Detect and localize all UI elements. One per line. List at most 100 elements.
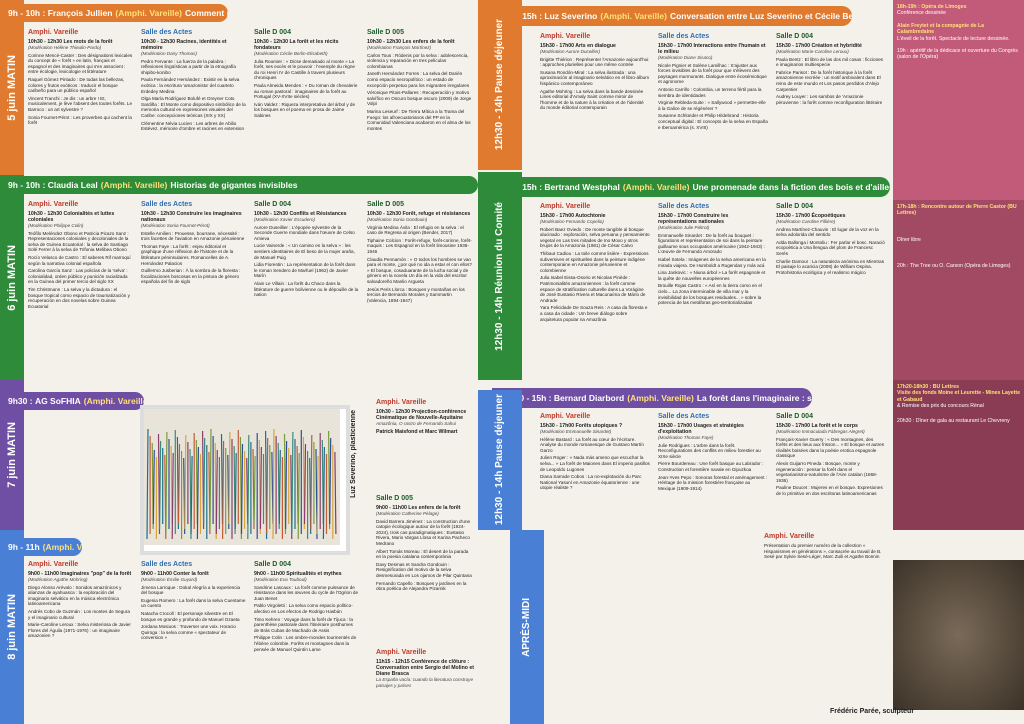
session-title: 10h30 - 12h30 La forêt et les récits fon… (254, 39, 339, 51)
painting-caption: Luz Severino, plasticienne (350, 410, 357, 498)
talk-item: Pierre Bourdereau : Une forêt basque au … (658, 461, 764, 472)
session-title: 10h30 - 12h30 Les enfers de la forêt (367, 39, 455, 45)
talk-item: Charlie Damour : La naturaleza anónima e… (776, 258, 885, 275)
talk-item: Julien Roger : « Nada más ameno que escu… (540, 455, 650, 472)
painting-stroke (253, 455, 256, 525)
session-moderator: (Modération Emmanuelle Sinardet) (540, 429, 612, 434)
session-room: Salle D 004 (254, 561, 291, 568)
session-room: Amphi. Vareille (540, 33, 591, 40)
talk-item: Eugenia Romero : La forêt dans la selva … (141, 597, 246, 609)
talk-item: Sonia Fournet-Pérot : Les proverbes qui … (28, 114, 132, 126)
painting-stroke (291, 431, 294, 535)
painting-stroke (329, 437, 332, 525)
session-moderator: (Modération Eva Touboul) (254, 577, 307, 582)
apres-midi-june8: APRÈS-MIDI (510, 530, 544, 724)
session-title: 15h30 - 17h00 Construire les représentat… (658, 213, 729, 225)
session-title: 10h30 - 12h30 Colonialités et luttes col… (28, 211, 115, 223)
session-title: 10h30 - 12h30 Forêt, refuge et résistanc… (367, 211, 471, 217)
talk-item: Nicole Pignier et Solène Lamilhac : S'aj… (658, 62, 767, 85)
session-june7pm-0: Amphi. Vareille 15h30 - 17h00 Forêts utop… (536, 410, 654, 528)
session-june6-0: Amphi. Vareille 10h30 - 12h30 Colonialité… (24, 198, 137, 380)
talk-item: Andrea Martínez-Chauvin : El lugar de la… (776, 226, 879, 238)
session-room: Amphi. Vareille (540, 203, 591, 210)
talk-item: Rocío Velasco de Castro : El saberes Rif… (28, 254, 131, 266)
session-moderator: (Modération Philippe Colin) (28, 223, 84, 228)
talk-item: Sandrine Lascaux : La forêt comme puissa… (254, 584, 359, 601)
session-room: Salle des Actes (141, 201, 193, 208)
talk-item: Julia Roumier : « Dicse demasiado al mon… (254, 58, 355, 81)
session-moderator: (Modération Dany Thomas) (141, 51, 197, 56)
talk-item: Susanne Schlünder et Philip Hildebrand :… (658, 113, 768, 130)
talk-item: Diego Alonso Arévalo : Sonidos amazónico… (28, 584, 122, 607)
session-moderator: (Modération Marie-Caroline Leroux) (776, 49, 849, 54)
session-title: 15h30 - 17h00 Arts en dialogue (540, 43, 616, 49)
talk-item: Andrés Cobo de Guzmán : Los montes de Se… (28, 608, 130, 620)
painting-stroke (297, 452, 300, 540)
talk-item: Lidia Fiorentin : La représentation de l… (254, 262, 356, 279)
right-june6: 17h-18h : Rencontre autour de Pierre Cas… (893, 200, 1024, 380)
talk-item: Thomas Faye : La forêt : enjeu éditorial… (141, 243, 234, 266)
session-moderator: (Modération Catherine Pélage) (376, 511, 439, 516)
session-moderator: (Modération Sonia Gondouin) (367, 217, 428, 222)
talk-item: Janeth Hernández Forres : La selva del D… (367, 71, 470, 88)
session-moderator: (Modération Sonia Fournet-Pérot) (141, 223, 210, 228)
talk-item: Davy Desmas et Sandra Gondouin : Resigni… (376, 561, 472, 578)
session-title: 10h30 - 12h30 Conflits et Résistances (254, 211, 347, 217)
session-room: Salle des Actes (141, 561, 193, 568)
session-title: 11h15 - 12h15 Conférence de clôture : Co… (376, 659, 475, 677)
painting-stroke (190, 455, 193, 535)
talk-item: Agathe Mohring : La selva dans la bande … (540, 88, 644, 111)
sculpture-image (893, 560, 1024, 710)
session-moderator: (Modération Cécile Berlin-Elisabeth) (254, 51, 328, 56)
session-june8-1: Salle des Actes 9h00 - 11h00 Conter la fo… (137, 558, 250, 722)
session-room: Salle D 005 (367, 29, 404, 36)
sculpture-caption: Frédéric Parée, sculpteur (830, 708, 915, 715)
talk-item: Albert Tomás Moreau : El desert de la pa… (376, 548, 469, 560)
talk-item: Diana Sarrade Cobos : La no-explotación … (540, 474, 642, 491)
session-room: Salle D 004 (254, 29, 291, 36)
session-title: 15h30 - 17h00 Forêts utopiques ? (540, 423, 623, 429)
painting-stroke (177, 443, 181, 525)
painting-stroke (171, 452, 174, 540)
talk-item: Corinne Mencé-Caster : Des désignations … (28, 52, 133, 75)
session-room: Salle D 004 (776, 33, 813, 40)
painting-stroke (152, 449, 155, 525)
painting-stroke (316, 455, 319, 535)
band-june5-afternoon: 14h - 15h : Luz Severino(Amphi. Vareille… (492, 6, 852, 26)
session-room: Salle D 004 (776, 203, 813, 210)
talk-item: Lina Jankovic : « Niuna árbol » La forêt… (658, 270, 766, 281)
session-title: 15h30 - 17h00 La forêt et le corps (776, 423, 858, 429)
session-title: 9h00 - 11h00 Conter la forêt (141, 571, 209, 577)
talk-item: Susana Rondón-Miral : La selva ilustrada… (540, 69, 650, 86)
band-june5-morning: 9h - 10h : François Jullien(Amphi. Varei… (0, 4, 228, 22)
talk-item: Vincent Tranchi : Je dis : un arbre ! Et… (28, 95, 133, 112)
session-room: Amphi. Vareille (376, 399, 427, 406)
session-room: Amphi. Vareille (28, 561, 79, 568)
talk-item: Teófilo Meléndez Obono et Patricia Picaz… (28, 230, 129, 253)
day-label-5: 5 juin MATIN (0, 0, 24, 175)
talk-item: Virginie Rebleda-Suite : « Sallywood » p… (658, 100, 766, 111)
talk-item: Jean-Yves Pepo : Sonoras forestal et amé… (658, 474, 768, 491)
painting-stroke (146, 428, 149, 540)
talk-item: Iván Valdez : Riqueza interpretativa del… (254, 101, 356, 118)
session-room: Amphi. Vareille (28, 201, 79, 208)
painting-stroke (240, 443, 244, 535)
session-moderator: (Modération Xavier Escudero) (254, 217, 316, 222)
session-room: Amphi. Vareille (28, 29, 79, 36)
session-title: 15h30 - 17h00 Usages et stratégies d'exp… (658, 423, 744, 435)
talk-item: Adda Ballonga i Montoliu : Fer parlar el… (776, 239, 885, 256)
session-room: Salle des Actes (658, 413, 710, 420)
painting-stroke (266, 437, 269, 535)
talk-item: Alain Le Villain : La forêt du Chaco dan… (254, 280, 359, 298)
session-room: Amphi. Vareille (540, 413, 591, 420)
talk-item: Virginia Medina Ávila : El refugio en la… (367, 224, 464, 236)
talk-item: Natacha Crocoll : El personaje silvestre… (141, 610, 240, 622)
session-moderator: (Modération Thomas Faye) (658, 435, 714, 440)
